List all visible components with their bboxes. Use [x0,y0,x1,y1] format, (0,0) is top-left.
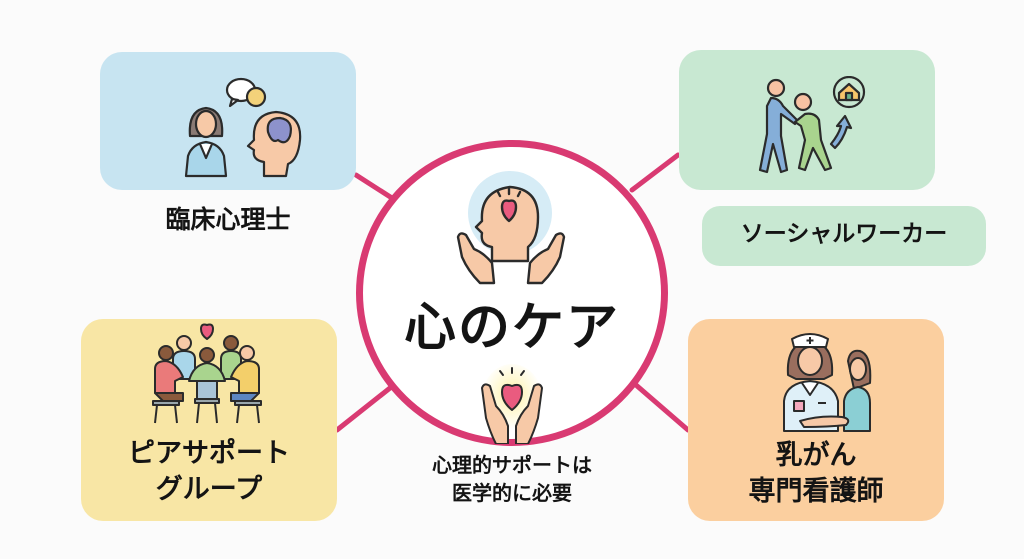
head-heart-in-hands-icon [456,171,566,285]
social-worker-card [679,50,935,190]
clinical-psychologist-label: 臨床心理士 [165,205,291,234]
helping-hand-home-icon [758,76,866,174]
social-worker-label: ソーシャルワーカー [740,221,948,247]
social-worker-label-box [702,206,986,266]
breast-cancer-nurse-label-line1: 乳がん [775,440,857,471]
psych-support-label-line2: 医学的に必要 [452,481,572,505]
peer-support-label-line2: グループ [155,474,263,505]
psych-support-label-line1: 心理的サポートは [432,453,592,477]
hands-holding-heart-icon [481,364,543,444]
peer-support-card: ピアサポート グループ [81,319,337,521]
counseling-session-icon [184,77,302,178]
support-circle-group-icon [152,323,262,424]
nurse-with-patient-icon [783,333,872,432]
connector-top-right [629,152,681,193]
connector-bottom-left [334,385,393,433]
breast-cancer-nurse-card: 乳がん 専門看護師 [688,319,944,521]
clinical-psychologist-card [100,52,356,190]
connector-top-left [353,172,398,203]
peer-support-label-line1: ピアサポート [128,438,290,469]
breast-cancer-nurse-label-line2: 専門看護師 [748,476,884,507]
connector-bottom-right [633,382,691,433]
center-title: 心のケア [403,298,620,358]
